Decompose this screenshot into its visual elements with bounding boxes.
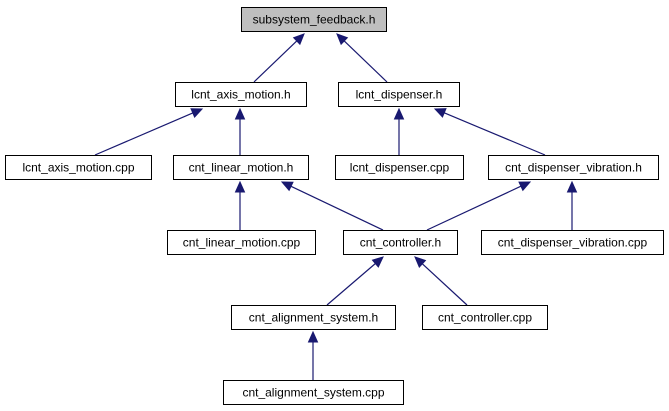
arrowhead-icon: [371, 256, 384, 268]
edge-cnt_alignment_system_h-to-cnt_controller_h: [326, 256, 384, 306]
node-cnt-linear-motion-cpp[interactable]: cnt_linear_motion.cpp: [167, 230, 316, 255]
node-box[interactable]: [175, 82, 307, 107]
edge-lcnt_dispenser_cpp-to-lcnt_dispenser_h: [393, 107, 405, 155]
node-label: lcnt_dispenser.h: [356, 88, 443, 102]
node-label: cnt_dispenser_vibration.h: [505, 161, 642, 175]
edge-cnt_alignment_system_cpp-to-cnt_alignment_system_h: [307, 330, 319, 380]
edge-lcnt_dispenser_h-to-subsystem_feedback_h: [336, 33, 388, 83]
edge-line: [94, 112, 194, 156]
node-label: subsystem_feedback.h: [253, 13, 376, 27]
node-label: cnt_controller.cpp: [438, 311, 532, 325]
node-box[interactable]: [5, 155, 152, 180]
node-label: cnt_controller.h: [360, 236, 441, 250]
edge-line: [290, 185, 384, 231]
edge-cnt_linear_motion_h-to-lcnt_axis_motion_h: [234, 107, 246, 155]
arrowhead-icon: [234, 107, 246, 120]
node-label: cnt_alignment_system.cpp: [242, 386, 384, 400]
node-lcnt-dispenser-h[interactable]: lcnt_dispenser.h: [338, 82, 460, 107]
node-box[interactable]: [338, 82, 460, 107]
edges-layer: [94, 33, 578, 380]
node-box[interactable]: [335, 155, 464, 180]
node-cnt-controller-h[interactable]: cnt_controller.h: [343, 230, 458, 255]
edge-line: [253, 40, 298, 83]
node-label: cnt_dispenser_vibration.cpp: [498, 236, 648, 250]
node-lcnt-dispenser-cpp[interactable]: lcnt_dispenser.cpp: [335, 155, 464, 180]
arrowhead-icon: [566, 180, 578, 193]
node-box[interactable]: [173, 155, 309, 180]
node-cnt-controller-cpp[interactable]: cnt_controller.cpp: [422, 305, 548, 330]
node-cnt-alignment-system-cpp[interactable]: cnt_alignment_system.cpp: [223, 380, 404, 405]
arrowhead-icon: [190, 108, 204, 118]
node-label: cnt_linear_motion.h: [189, 161, 294, 175]
arrowhead-icon: [393, 107, 405, 120]
edge-line: [421, 263, 468, 306]
node-box[interactable]: [231, 305, 396, 330]
edge-line: [326, 263, 376, 306]
node-lcnt-axis-motion-h[interactable]: lcnt_axis_motion.h: [175, 82, 307, 107]
node-cnt-alignment-system-h[interactable]: cnt_alignment_system.h: [231, 305, 396, 330]
edge-cnt_controller_h-to-cnt_dispenser_vibration_h: [426, 181, 532, 231]
node-box[interactable]: [167, 230, 316, 255]
edge-cnt_dispenser_vibration_cpp-to-cnt_dispenser_vibration_h: [566, 180, 578, 230]
node-label: lcnt_dispenser.cpp: [350, 161, 450, 175]
arrowhead-icon: [292, 33, 305, 46]
edge-cnt_controller_h-to-cnt_linear_motion_h: [280, 181, 384, 231]
arrowhead-icon: [414, 256, 427, 268]
node-cnt-linear-motion-h[interactable]: cnt_linear_motion.h: [173, 155, 309, 180]
node-cnt-dispenser-vibration-h[interactable]: cnt_dispenser_vibration.h: [488, 155, 659, 180]
edge-cnt_controller_cpp-to-cnt_controller_h: [414, 256, 468, 306]
node-box[interactable]: [422, 305, 548, 330]
node-subsystem-feedback-h[interactable]: subsystem_feedback.h: [241, 7, 387, 32]
arrowhead-icon: [336, 33, 349, 46]
node-cnt-dispenser-vibration-cpp[interactable]: cnt_dispenser_vibration.cpp: [481, 230, 664, 255]
node-label: lcnt_axis_motion.cpp: [22, 161, 134, 175]
arrowhead-icon: [234, 180, 246, 193]
node-box[interactable]: [343, 230, 458, 255]
edge-line: [426, 185, 522, 231]
node-box[interactable]: [223, 380, 404, 405]
edge-line: [343, 40, 388, 83]
edge-cnt_dispenser_vibration_h-to-lcnt_dispenser_h: [433, 108, 546, 156]
edge-lcnt_axis_motion_h-to-subsystem_feedback_h: [253, 33, 305, 83]
node-label: cnt_alignment_system.h: [249, 311, 378, 325]
node-box[interactable]: [488, 155, 659, 180]
arrowhead-icon: [433, 108, 447, 118]
arrowhead-icon: [280, 181, 294, 192]
arrowhead-icon: [307, 330, 319, 343]
edge-line: [443, 112, 546, 156]
node-box[interactable]: [481, 230, 664, 255]
node-label: lcnt_axis_motion.h: [191, 88, 290, 102]
edge-lcnt_axis_motion_cpp-to-lcnt_axis_motion_h: [94, 108, 204, 156]
arrowhead-icon: [518, 181, 532, 192]
edge-cnt_linear_motion_cpp-to-cnt_linear_motion_h: [234, 180, 246, 230]
node-box[interactable]: [241, 7, 387, 32]
node-label: cnt_linear_motion.cpp: [183, 236, 301, 250]
node-lcnt-axis-motion-cpp[interactable]: lcnt_axis_motion.cpp: [5, 155, 152, 180]
